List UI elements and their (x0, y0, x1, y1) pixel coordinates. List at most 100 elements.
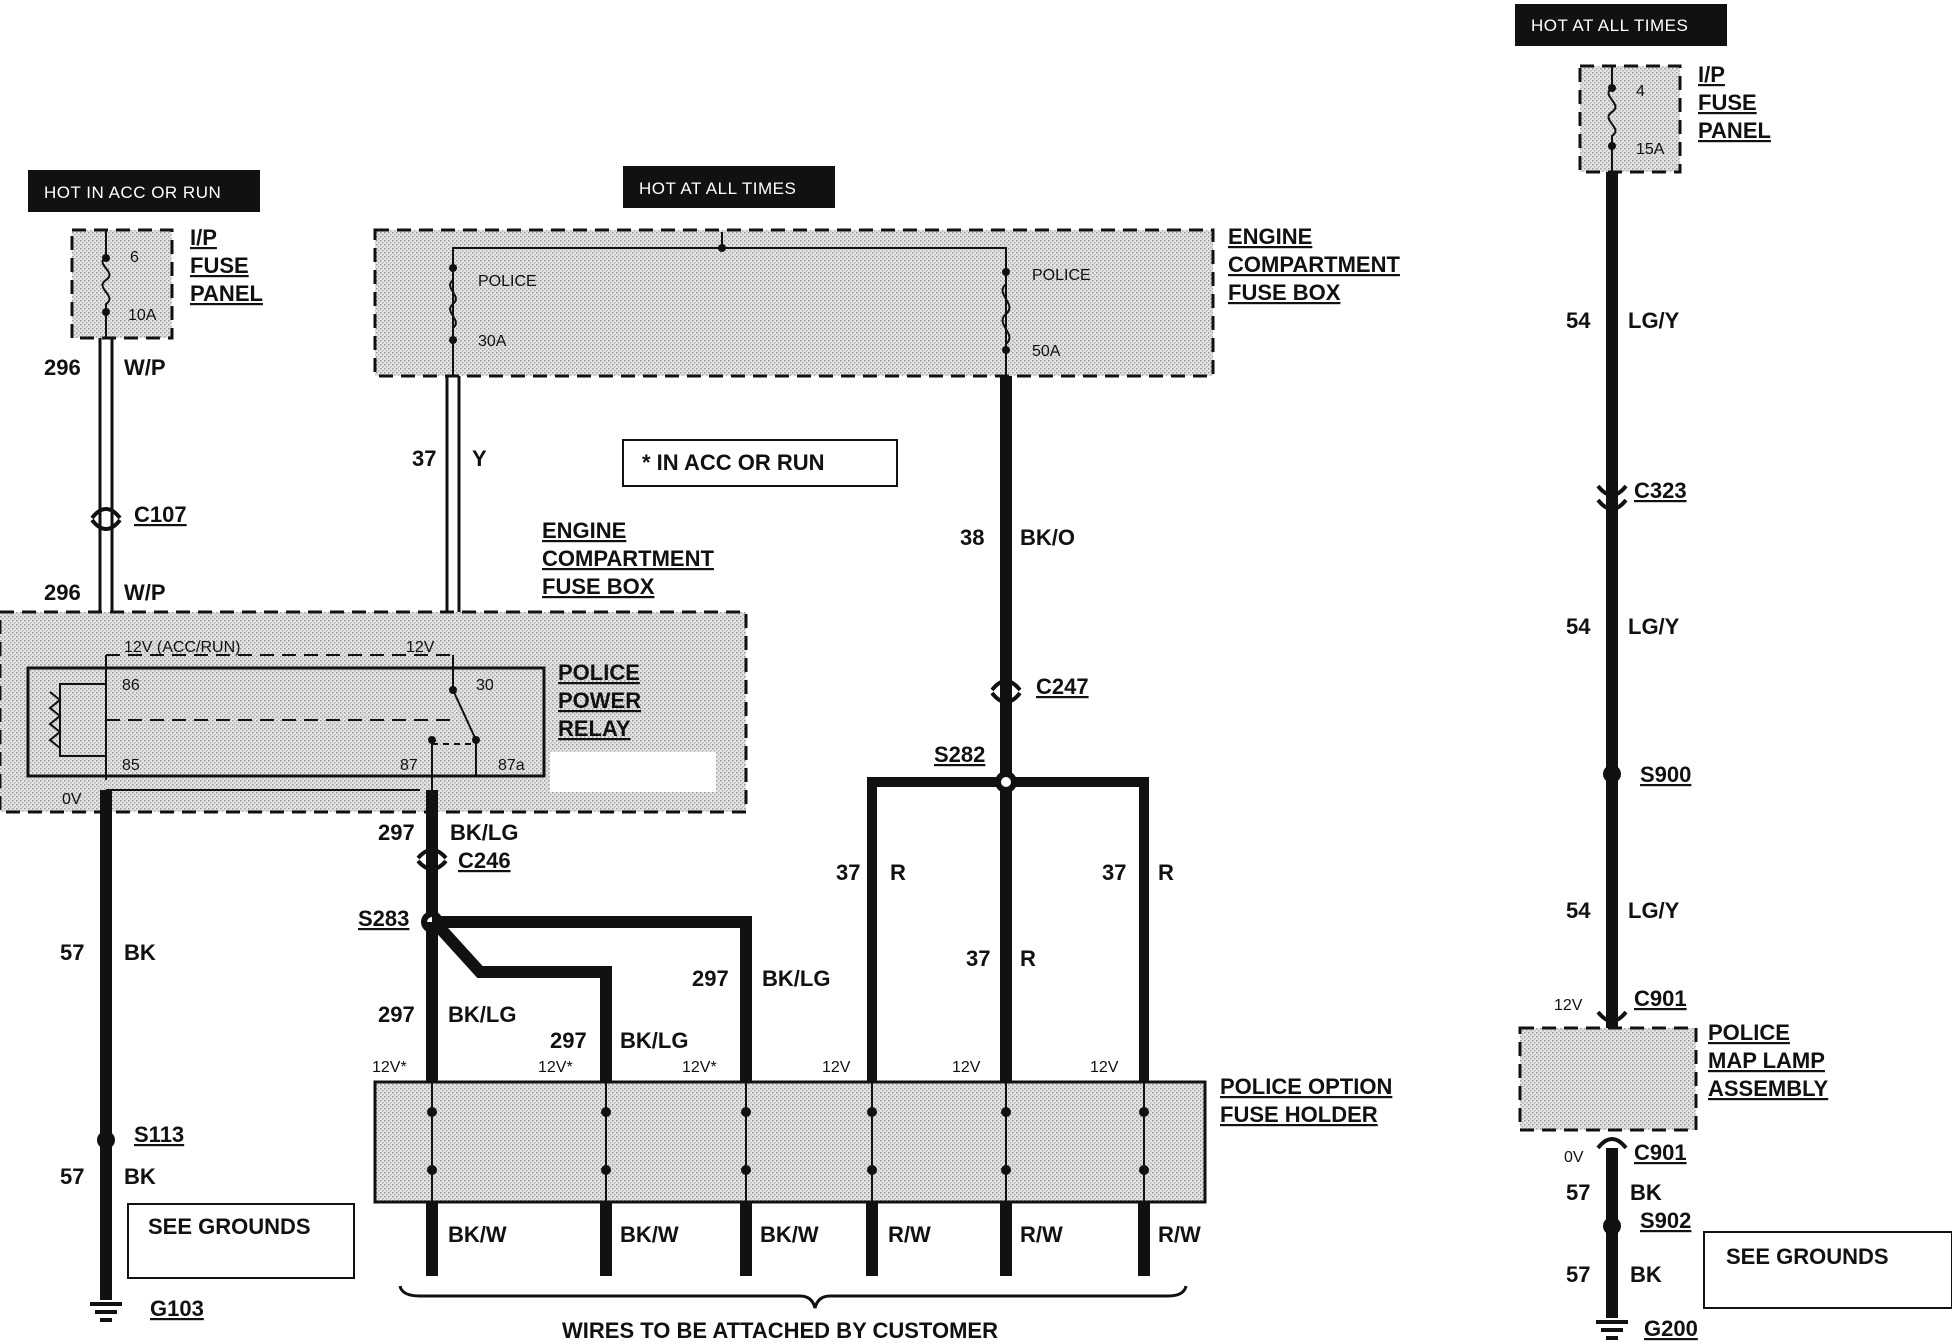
svg-text:COMPARTMENT: COMPARTMENT (1228, 252, 1400, 277)
svg-text:296: 296 (44, 580, 81, 605)
svg-text:POWER: POWER (558, 688, 641, 713)
svg-text:C323: C323 (1634, 478, 1687, 503)
wire-37-y: 37 Y (412, 376, 487, 655)
hot-label-acc-run: HOT IN ACC OR RUN (28, 170, 260, 212)
svg-text:PANEL: PANEL (190, 281, 263, 306)
svg-text:W/P: W/P (124, 355, 166, 380)
svg-text:HOT AT ALL TIMES: HOT AT ALL TIMES (1531, 16, 1688, 35)
svg-text:G200: G200 (1644, 1316, 1698, 1341)
svg-text:57: 57 (1566, 1180, 1590, 1205)
connector-c901-bottom: 0V C901 (1564, 1137, 1687, 1166)
splice-s113 (97, 1131, 115, 1149)
svg-text:297: 297 (692, 966, 729, 991)
svg-text:C107: C107 (134, 502, 187, 527)
svg-text:54: 54 (1566, 898, 1591, 923)
svg-text:PANEL: PANEL (1698, 118, 1771, 143)
svg-text:G103: G103 (150, 1296, 204, 1321)
svg-text:LG/Y: LG/Y (1628, 308, 1680, 333)
svg-text:297: 297 (550, 1028, 587, 1053)
svg-text:POLICE: POLICE (1708, 1020, 1790, 1045)
svg-text:W/P: W/P (124, 580, 166, 605)
svg-text:R/W: R/W (888, 1222, 931, 1247)
svg-text:FUSE BOX: FUSE BOX (1228, 280, 1341, 305)
svg-text:S900: S900 (1640, 762, 1691, 787)
svg-text:I/P: I/P (190, 225, 217, 250)
svg-text:0V: 0V (62, 791, 82, 808)
svg-text:R/W: R/W (1158, 1222, 1201, 1247)
svg-text:MAP LAMP: MAP LAMP (1708, 1048, 1825, 1073)
svg-text:BK/O: BK/O (1020, 525, 1075, 550)
svg-text:ENGINE: ENGINE (1228, 224, 1312, 249)
connector-c107: C107 (90, 502, 187, 531)
svg-text:S283: S283 (358, 906, 409, 931)
svg-text:ASSEMBLY: ASSEMBLY (1708, 1076, 1829, 1101)
svg-text:FUSE BOX: FUSE BOX (542, 574, 655, 599)
hot-label-all-times-right: HOT AT ALL TIMES (1515, 4, 1727, 46)
svg-text:50A: 50A (1032, 343, 1061, 360)
svg-text:S113: S113 (134, 1122, 184, 1147)
svg-text:37: 37 (412, 446, 436, 471)
svg-text:BK/W: BK/W (620, 1222, 679, 1247)
svg-text:54: 54 (1566, 308, 1591, 333)
customer-wires-bracket: WIRES TO BE ATTACHED BY CUSTOMER (398, 1285, 1188, 1343)
wire-57-right: 57 BK S902 57 BK (1566, 1148, 1691, 1318)
svg-text:R/W: R/W (1020, 1222, 1063, 1247)
svg-text:BK: BK (1630, 1262, 1662, 1287)
svg-text:57: 57 (60, 1164, 84, 1189)
svg-text:LG/Y: LG/Y (1628, 614, 1680, 639)
splice-s282: S282 (934, 742, 1017, 793)
svg-text:BK: BK (124, 940, 156, 965)
svg-text:BK/LG: BK/LG (450, 820, 518, 845)
svg-text:37: 37 (836, 860, 860, 885)
svg-text:BK/W: BK/W (448, 1222, 507, 1247)
engine-fuse-box-top: POLICE 30A POLICE 50A ENGINE COMPARTMENT… (373, 224, 1400, 378)
svg-text:37: 37 (1102, 860, 1126, 885)
wire-54: 54 LG/Y 54 LG/Y 54 LG/Y S900 (1566, 172, 1691, 1028)
svg-text:C246: C246 (458, 848, 511, 873)
svg-text:RELAY: RELAY (558, 716, 631, 741)
svg-text:ENGINE: ENGINE (542, 518, 626, 543)
svg-text:12V*: 12V* (538, 1059, 573, 1076)
svg-text:12V: 12V (406, 639, 435, 656)
svg-text:POLICE: POLICE (1032, 267, 1091, 284)
svg-text:54: 54 (1566, 614, 1591, 639)
svg-text:12V (ACC/RUN): 12V (ACC/RUN) (124, 639, 240, 656)
svg-text:12V*: 12V* (682, 1059, 717, 1076)
svg-text:FUSE HOLDER: FUSE HOLDER (1220, 1102, 1378, 1127)
svg-text:R: R (1020, 946, 1036, 971)
svg-text:10A: 10A (128, 307, 157, 324)
svg-text:BK: BK (1630, 1180, 1662, 1205)
svg-text:37: 37 (966, 946, 990, 971)
svg-text:WIRES TO BE ATTACHED BY CUSTOM: WIRES TO BE ATTACHED BY CUSTOMER (562, 1318, 998, 1343)
svg-text:BK/LG: BK/LG (762, 966, 830, 991)
svg-text:12V: 12V (822, 1059, 851, 1076)
svg-text:12V*: 12V* (372, 1059, 407, 1076)
svg-text:BK/LG: BK/LG (448, 1002, 516, 1027)
ground-g200: G200 (1596, 1316, 1698, 1341)
note-acc-run: * IN ACC OR RUN (622, 439, 898, 487)
connector-c323: C323 (1596, 478, 1687, 511)
wire-297-branches: 297 BK/LG 297 BK/LG 297 BK/LG (378, 916, 830, 1082)
svg-text:C247: C247 (1036, 674, 1089, 699)
svg-text:POLICE: POLICE (558, 660, 640, 685)
svg-text:FUSE: FUSE (190, 253, 249, 278)
svg-text:30A: 30A (478, 333, 507, 350)
ip-fuse-panel-left: 6 10A I/P FUSE PANEL (70, 225, 263, 340)
svg-text:12V: 12V (1554, 997, 1583, 1014)
wire-296: 296 W/P 296 W/P (44, 338, 166, 655)
svg-text:12V: 12V (952, 1059, 981, 1076)
svg-text:S902: S902 (1640, 1208, 1691, 1233)
wire-297-upper: 297 BK/LG (378, 790, 518, 922)
svg-text:I/P: I/P (1698, 62, 1725, 87)
svg-text:POLICE OPTION: POLICE OPTION (1220, 1074, 1392, 1099)
svg-text:C901: C901 (1634, 1140, 1687, 1165)
svg-text:85: 85 (122, 757, 140, 774)
svg-text:HOT IN ACC OR RUN: HOT IN ACC OR RUN (44, 183, 221, 202)
ip-fuse-panel-right: 4 15A I/P FUSE PANEL (1578, 62, 1771, 174)
svg-text:297: 297 (378, 1002, 415, 1027)
svg-text:R: R (890, 860, 906, 885)
police-option-fuse-holder: 12V* 12V* 12V* 12V 12V 12V POLICE OPTION… (372, 1059, 1392, 1204)
svg-text:BK/LG: BK/LG (620, 1028, 688, 1053)
svg-text:297: 297 (378, 820, 415, 845)
